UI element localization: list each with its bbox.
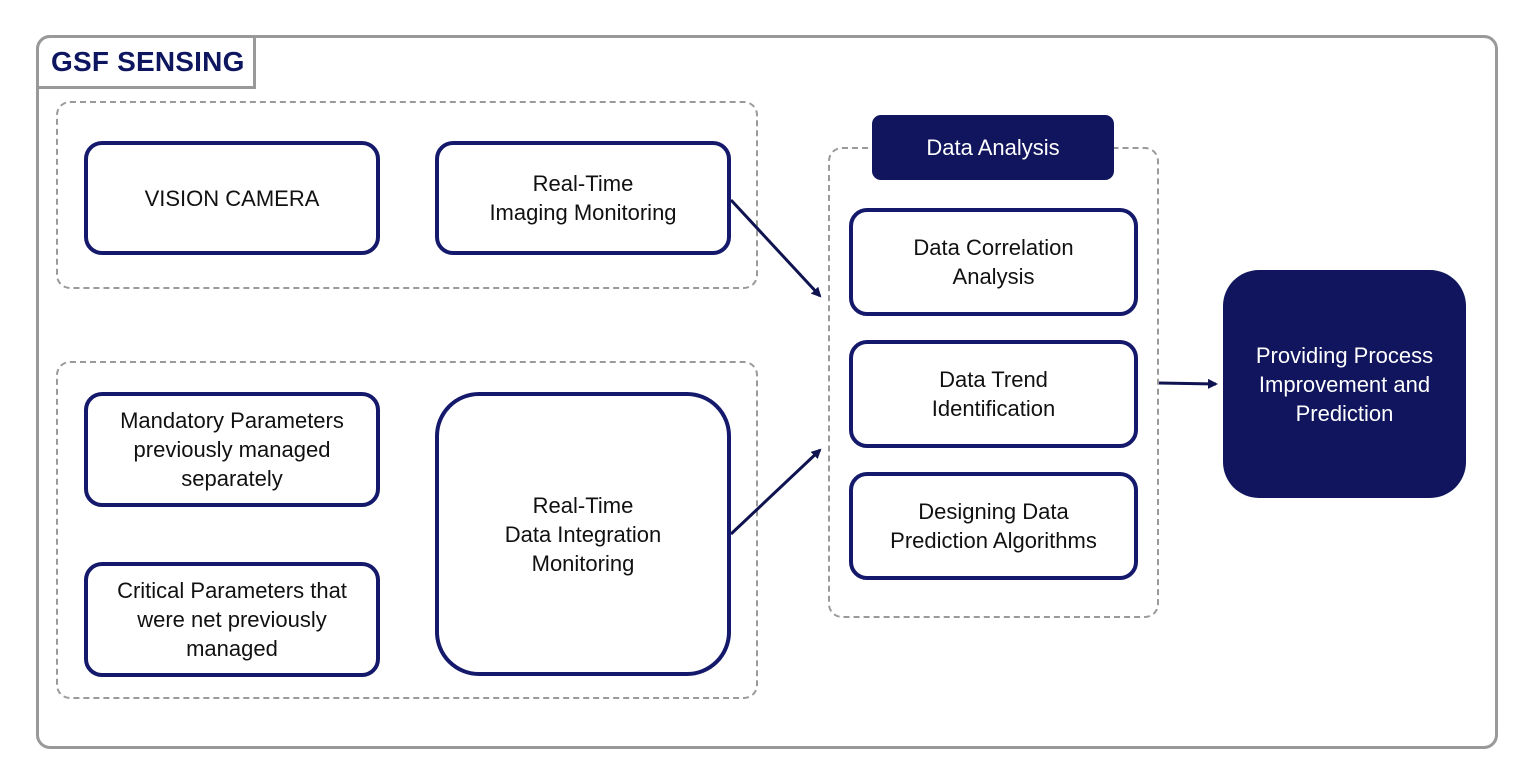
analysis-item: Data Correlation Analysis [849, 208, 1138, 316]
process-improvement-prediction-box: Providing Process Improvement and Predic… [1223, 270, 1466, 498]
critical-parameters-box: Critical Parameters that were net previo… [84, 562, 380, 677]
analysis-item: Designing Data Prediction Algorithms [849, 472, 1138, 580]
data-integration-monitoring-box: Real-Time Data Integration Monitoring [435, 392, 731, 676]
imaging-monitoring-box: Real-Time Imaging Monitoring [435, 141, 731, 255]
mandatory-parameters-box: Mandatory Parameters previously managed … [84, 392, 380, 507]
brand-tab: GSF SENSING [36, 35, 256, 89]
parameters-group [56, 361, 758, 699]
analysis-to-result-arrow [1158, 378, 1218, 389]
vision-camera-box: VISION CAMERA [84, 141, 380, 255]
analysis-item: Data Trend Identification [849, 340, 1138, 448]
data-analysis-header: Data Analysis [872, 115, 1114, 180]
gsf-sensing-frame [36, 35, 1498, 749]
vision-group [56, 101, 758, 289]
imaging-to-analysis-arrow [729, 198, 822, 298]
integration-to-analysis-arrow [729, 448, 822, 536]
brand-title: GSF SENSING [51, 46, 245, 77]
